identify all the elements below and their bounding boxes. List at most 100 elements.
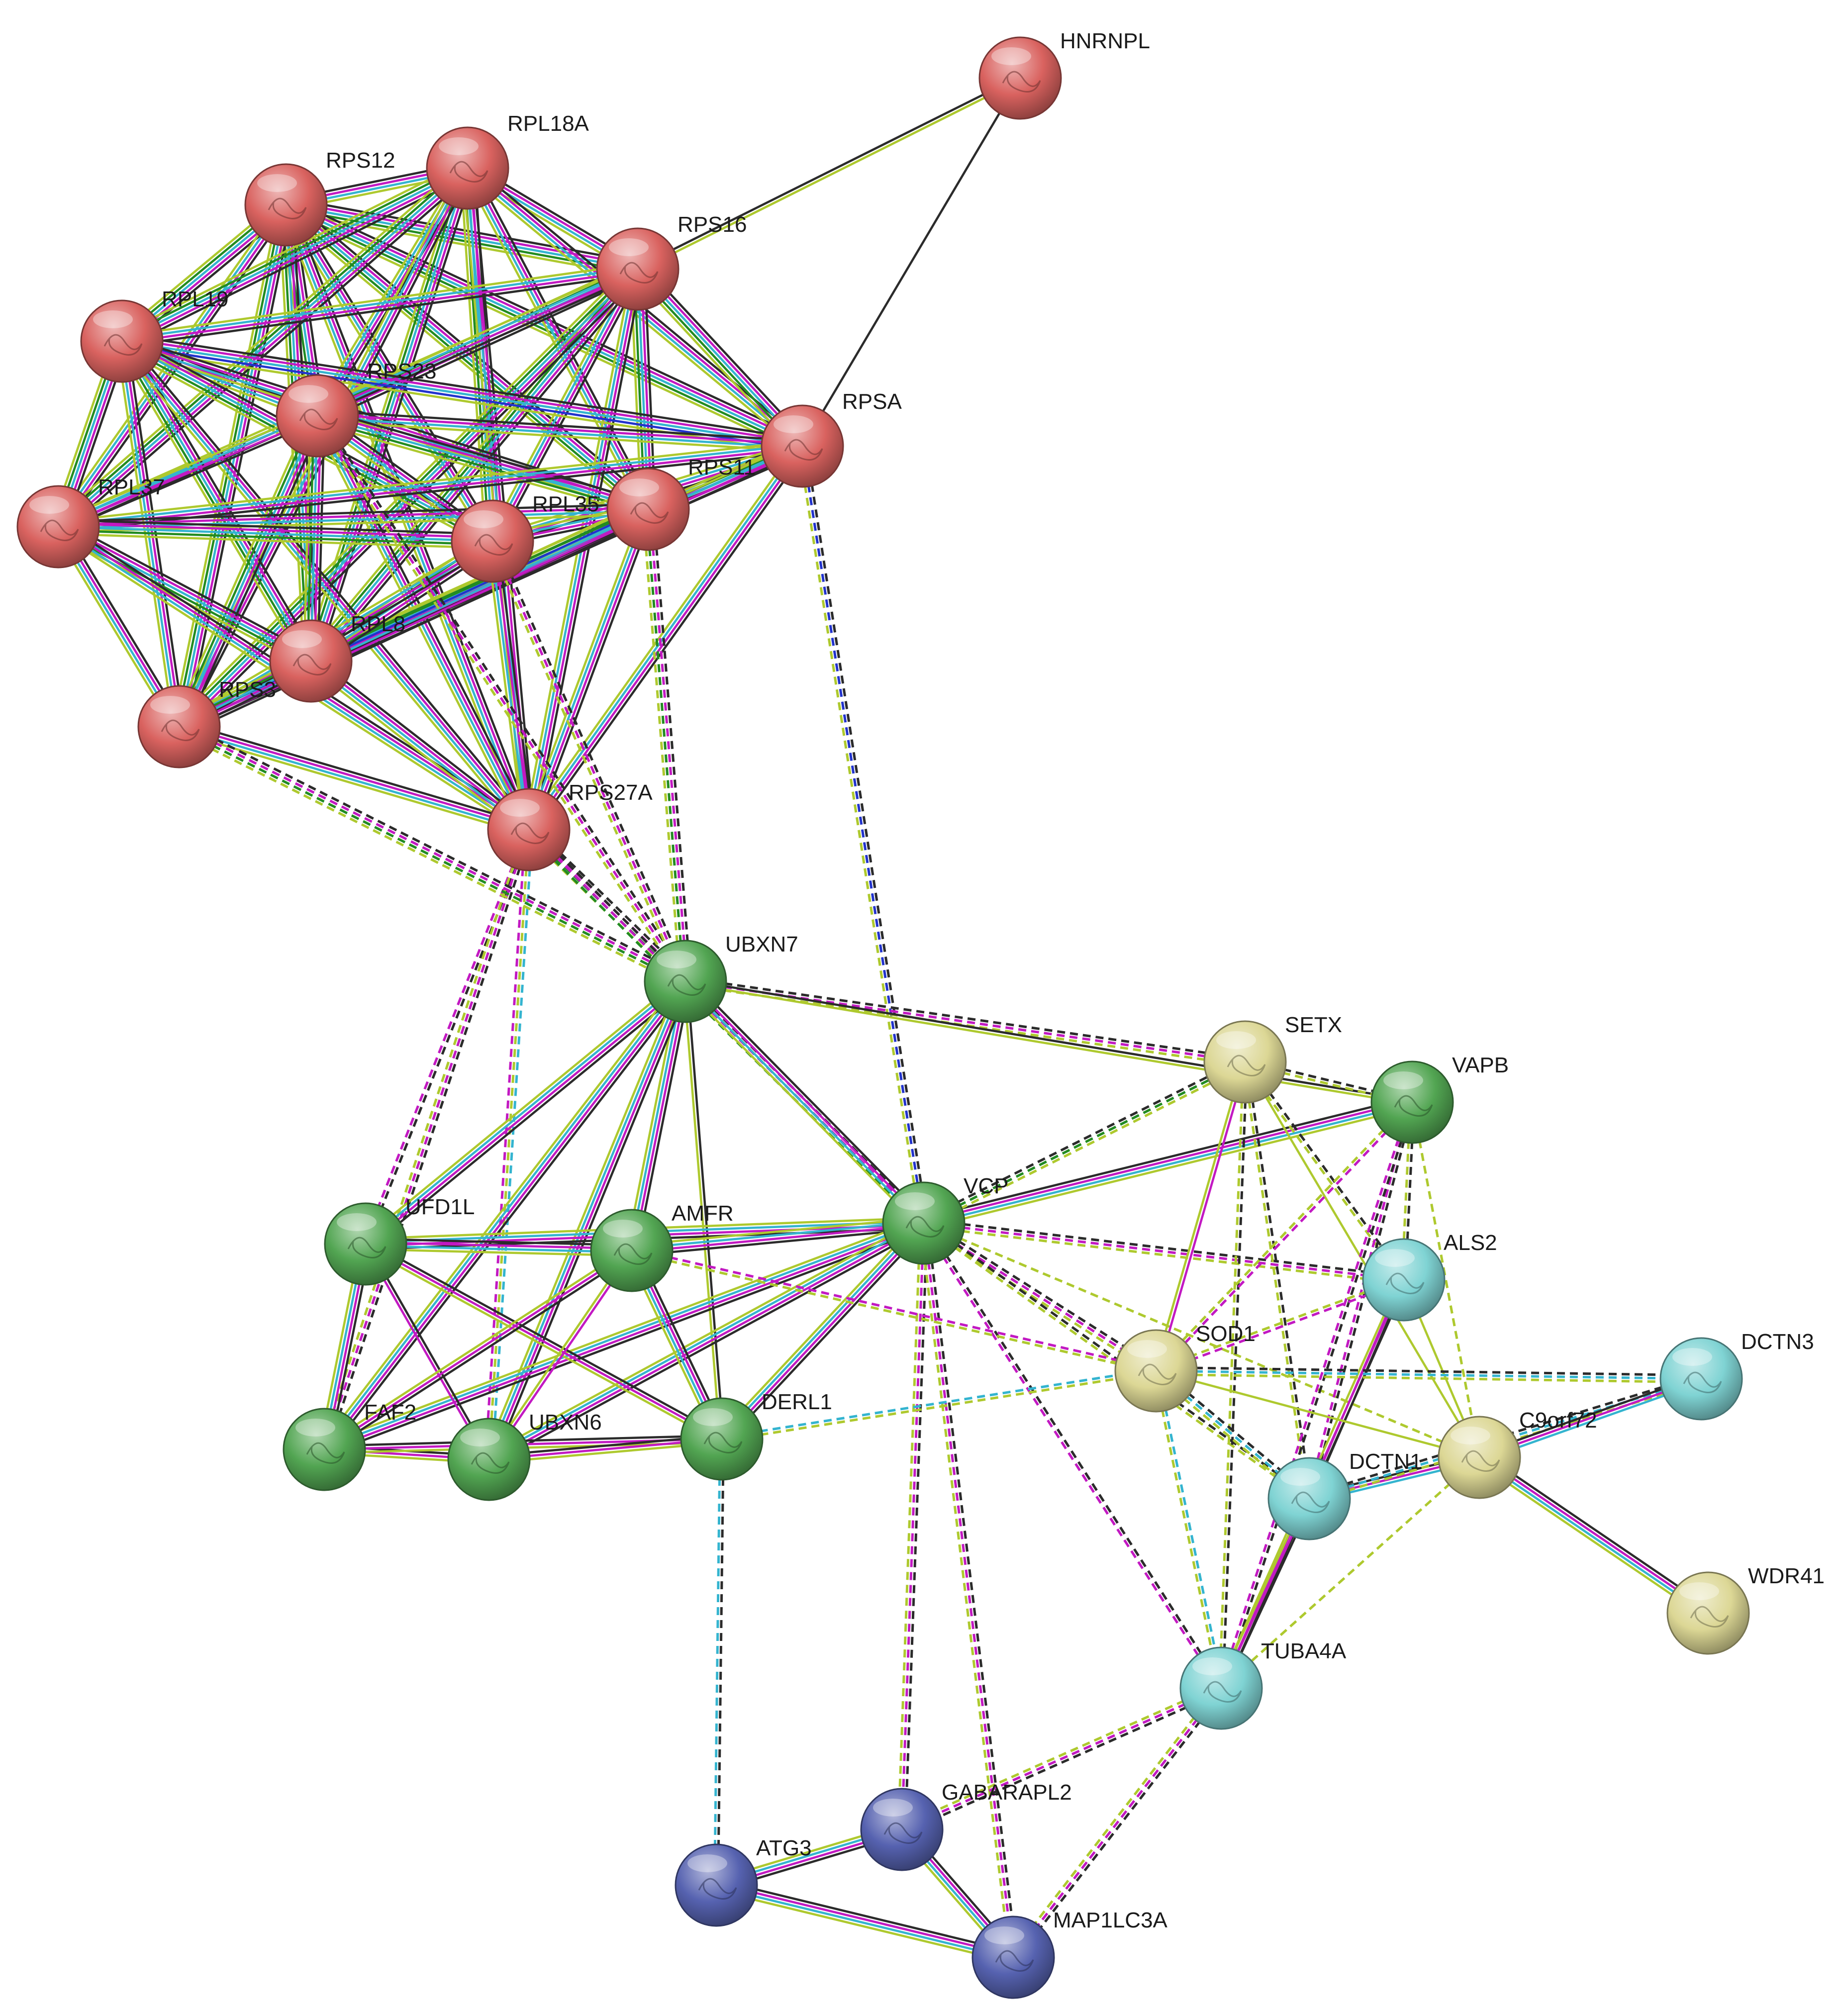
node-ball[interactable] bbox=[276, 374, 359, 458]
node-ball[interactable] bbox=[1666, 1571, 1750, 1655]
node-highlight bbox=[257, 174, 297, 192]
node-rps11[interactable]: RPS11 bbox=[606, 455, 756, 551]
node-hnrnpl[interactable]: HNRNPL bbox=[978, 29, 1150, 120]
node-ball[interactable] bbox=[16, 485, 100, 569]
node-ball[interactable] bbox=[244, 163, 328, 247]
node-rps16[interactable]: RPS16 bbox=[596, 212, 747, 311]
node-ball[interactable] bbox=[487, 788, 571, 871]
node-ball[interactable] bbox=[283, 1408, 366, 1491]
node-rpl18a[interactable]: RPL18A bbox=[426, 111, 589, 210]
node-ball[interactable] bbox=[978, 36, 1062, 120]
node-ball[interactable] bbox=[137, 685, 221, 768]
node-label: DCTN1 bbox=[1349, 1449, 1422, 1474]
node-ubxn7[interactable]: UBXN7 bbox=[644, 932, 798, 1023]
node-ball[interactable] bbox=[860, 1788, 944, 1871]
node-setx[interactable]: SETX bbox=[1203, 1013, 1342, 1104]
node-ball[interactable] bbox=[451, 499, 534, 583]
node-ball[interactable] bbox=[1438, 1416, 1521, 1499]
edge-line-cyan bbox=[119, 341, 529, 832]
edge-RPS16-HNRNPL bbox=[636, 75, 1022, 272]
edge-line-black bbox=[717, 1879, 1015, 1953]
edge-line-cyan bbox=[721, 1368, 1156, 1439]
node-faf2[interactable]: FAF2 bbox=[283, 1400, 416, 1491]
edge-line-black bbox=[368, 984, 690, 1249]
edge-C9orf72-TUBA4A bbox=[1220, 1456, 1480, 1689]
node-rps27a[interactable]: RPS27A bbox=[487, 780, 653, 871]
node-sod1[interactable]: SOD1 bbox=[1114, 1322, 1256, 1413]
node-rpl35[interactable]: RPL35 bbox=[451, 492, 599, 583]
edge-line-magenta bbox=[122, 336, 803, 444]
structure-glyph bbox=[1227, 1055, 1266, 1076]
node-ball[interactable] bbox=[80, 299, 164, 383]
node-rps3[interactable]: RPS3 bbox=[137, 677, 276, 768]
node-ball[interactable] bbox=[269, 619, 353, 703]
node-rpl8[interactable]: RPL8 bbox=[269, 612, 405, 703]
node-highlight bbox=[687, 1854, 727, 1872]
node-ball[interactable] bbox=[1659, 1337, 1743, 1421]
edge-line-cyan bbox=[121, 167, 469, 343]
structure-glyph bbox=[103, 334, 143, 356]
node-tuba4a[interactable]: TUBA4A bbox=[1179, 1639, 1347, 1730]
edge-line-lime bbox=[923, 1222, 1480, 1459]
node-ball[interactable] bbox=[1362, 1238, 1446, 1322]
node-ball[interactable] bbox=[447, 1418, 531, 1501]
node-c9orf72[interactable]: C9orf72 bbox=[1438, 1408, 1597, 1499]
node-ubxn6[interactable]: UBXN6 bbox=[447, 1410, 602, 1501]
edge-line-black bbox=[925, 1219, 1159, 1369]
node-ball[interactable] bbox=[680, 1397, 764, 1481]
node-wdr41[interactable]: WDR41 bbox=[1666, 1564, 1825, 1655]
node-ball[interactable] bbox=[1203, 1020, 1287, 1104]
node-ball[interactable] bbox=[1267, 1457, 1351, 1540]
edge-line-black bbox=[471, 165, 654, 508]
node-dctn1[interactable]: DCTN1 bbox=[1267, 1449, 1422, 1540]
node-label: SETX bbox=[1285, 1013, 1342, 1037]
node-ball[interactable] bbox=[971, 1916, 1055, 1999]
node-ball[interactable] bbox=[1179, 1646, 1263, 1730]
node-amfr[interactable]: AMFR bbox=[590, 1201, 734, 1292]
node-rpl37[interactable]: RPL37 bbox=[16, 475, 165, 569]
node-rpsa[interactable]: RPSA bbox=[761, 389, 902, 488]
edge-line-black bbox=[632, 1227, 925, 1257]
node-ball[interactable] bbox=[426, 126, 509, 210]
edge-line-black bbox=[367, 1240, 724, 1437]
node-rpl19[interactable]: RPL19 bbox=[80, 287, 229, 383]
node-ufd1l[interactable]: UFD1L bbox=[324, 1195, 475, 1286]
structure-glyph bbox=[268, 197, 307, 219]
edge-line-black bbox=[185, 206, 294, 729]
node-ball[interactable] bbox=[1370, 1060, 1454, 1144]
edge-line-magenta bbox=[123, 170, 470, 346]
node-ball[interactable] bbox=[1114, 1329, 1198, 1413]
node-ball[interactable] bbox=[596, 227, 679, 311]
node-ball[interactable] bbox=[324, 1202, 407, 1286]
node-dctn3[interactable]: DCTN3 bbox=[1659, 1330, 1814, 1421]
edge-line-cyan bbox=[1477, 1458, 1708, 1616]
node-gabarapl2[interactable]: GABARAPL2 bbox=[860, 1780, 1072, 1871]
node-ball[interactable] bbox=[644, 940, 727, 1023]
node-ball[interactable] bbox=[761, 404, 844, 488]
node-ball[interactable] bbox=[590, 1209, 674, 1292]
edge-line-black bbox=[636, 982, 692, 1252]
node-ball[interactable] bbox=[675, 1843, 758, 1927]
edge-line-lime bbox=[1153, 1371, 1221, 1689]
edge-line-black bbox=[325, 1227, 926, 1455]
edge-line-cyan bbox=[715, 1886, 1013, 1960]
structure-glyph bbox=[995, 1950, 1034, 1972]
node-derl1[interactable]: DERL1 bbox=[680, 1390, 832, 1481]
edge-ATG3-MAP1LC3A bbox=[714, 1879, 1015, 1964]
node-rps12[interactable]: RPS12 bbox=[244, 148, 395, 247]
edge-line-black bbox=[922, 1096, 1412, 1219]
node-rps23[interactable]: RPS23 bbox=[276, 359, 436, 458]
node-ball[interactable] bbox=[606, 468, 690, 551]
edge-line-lime bbox=[523, 507, 645, 829]
edge-line-magenta bbox=[323, 1249, 633, 1450]
node-als2[interactable]: ALS2 bbox=[1362, 1231, 1497, 1322]
node-label: RPS23 bbox=[367, 359, 436, 384]
node-vcp[interactable]: VCP bbox=[882, 1174, 1008, 1265]
node-ball[interactable] bbox=[882, 1181, 966, 1265]
edge-line-black bbox=[801, 77, 1021, 447]
node-vapb[interactable]: VAPB bbox=[1370, 1053, 1509, 1144]
edge-line-black bbox=[316, 170, 476, 664]
structure-glyph bbox=[161, 719, 200, 741]
node-map1lc3a[interactable]: MAP1LC3A bbox=[971, 1908, 1168, 1999]
node-atg3[interactable]: ATG3 bbox=[675, 1836, 812, 1927]
